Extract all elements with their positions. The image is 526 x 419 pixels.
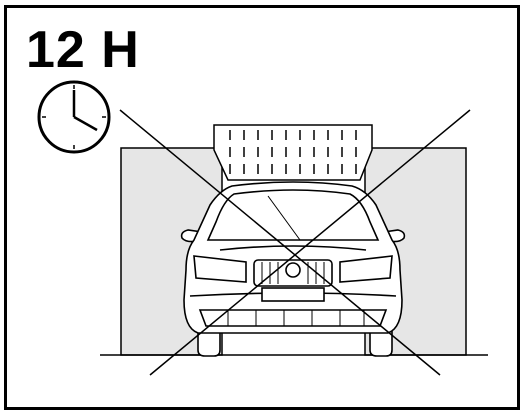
- car-front-icon: [180, 181, 406, 357]
- crossed-out-x: [119, 109, 471, 376]
- clock-icon: [37, 80, 111, 154]
- duration-label: 12 H: [26, 21, 140, 79]
- car-wash-nozzle-icon: [213, 124, 373, 181]
